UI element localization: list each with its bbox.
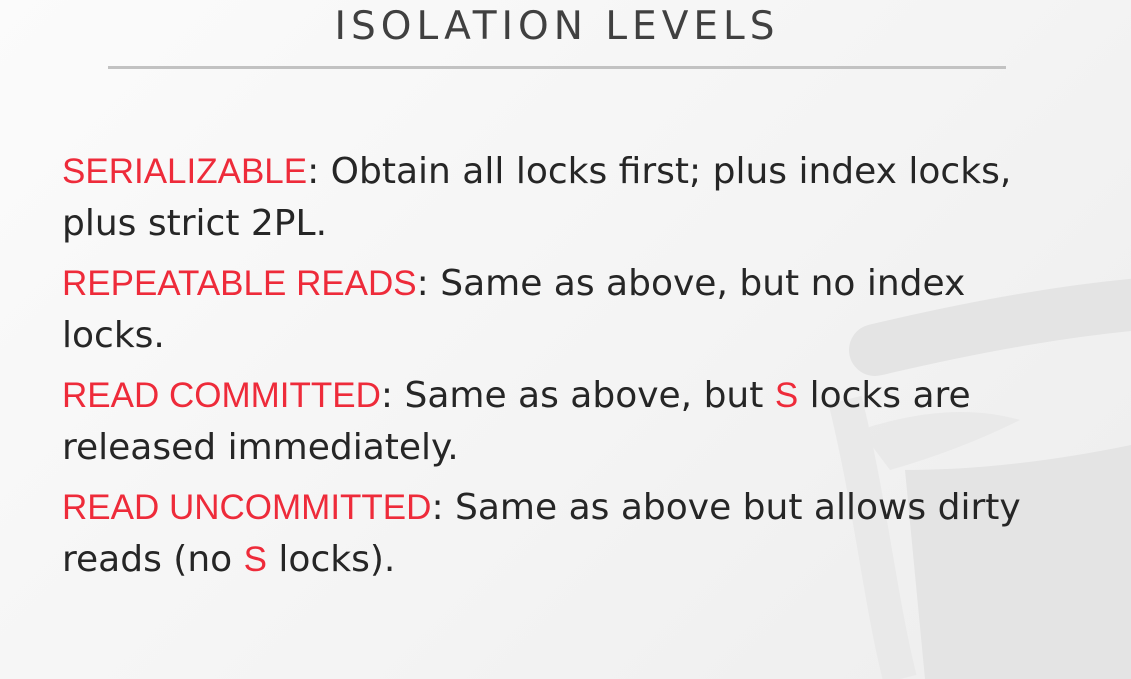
isolation-level-description: locks). bbox=[266, 539, 396, 580]
isolation-level-description: : Same as above but allows dirty reads (… bbox=[62, 487, 1021, 580]
isolation-level-item: SERIALIZABLE: Obtain all locks first; pl… bbox=[62, 146, 1062, 250]
isolation-level-item: READ COMMITTED: Same as above, but S loc… bbox=[62, 370, 1062, 474]
isolation-level-name: READ UNCOMMITTED bbox=[62, 488, 432, 527]
isolation-level-name: READ COMMITTED bbox=[62, 376, 381, 415]
isolation-level-description: locks are released immediately. bbox=[62, 375, 971, 468]
isolation-levels-list: SERIALIZABLE: Obtain all locks first; pl… bbox=[62, 146, 1062, 594]
lock-type-highlight: S bbox=[774, 376, 799, 415]
lock-type-highlight: S bbox=[243, 540, 267, 579]
isolation-level-description: : Same as above, but no index locks. bbox=[62, 263, 966, 356]
isolation-level-item: REPEATABLE READS: Same as above, but no … bbox=[62, 258, 1062, 362]
isolation-level-description: : Same as above, but bbox=[380, 375, 775, 416]
isolation-level-name: REPEATABLE READS bbox=[62, 264, 417, 303]
slide-title: ISOLATION LEVELS bbox=[334, 4, 780, 49]
isolation-level-description: : Obtain all locks first; plus index loc… bbox=[62, 151, 1012, 244]
isolation-level-item: READ UNCOMMITTED: Same as above but allo… bbox=[62, 482, 1062, 586]
title-divider bbox=[108, 66, 1006, 69]
isolation-level-name: SERIALIZABLE bbox=[62, 152, 308, 191]
